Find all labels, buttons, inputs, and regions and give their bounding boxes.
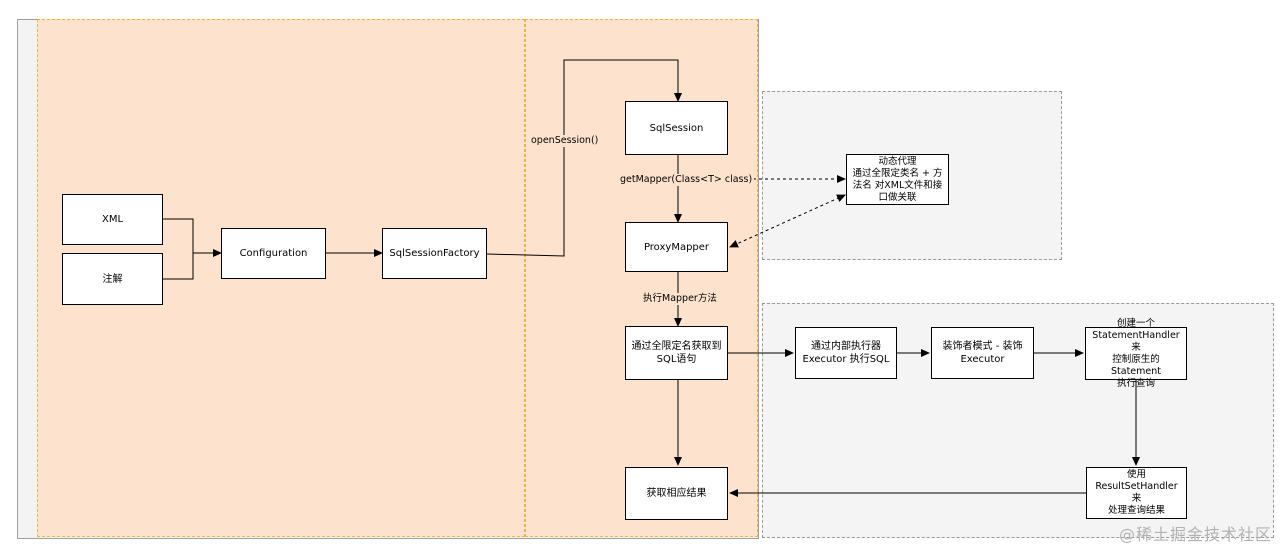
sqlsessionfactory-node: SqlSessionFactory bbox=[382, 228, 487, 279]
decorator-node: 装饰者模式 - 装饰 Executor bbox=[931, 327, 1034, 379]
edge-xml-configuration bbox=[163, 218, 222, 257]
resultset-handler-node: 使用 ResultSetHandler来 处理查询结果 bbox=[1086, 467, 1187, 519]
xml-node: XML bbox=[62, 194, 163, 245]
proxymapper-node: ProxyMapper bbox=[625, 222, 728, 272]
get-sql-node: 通过全限定名获取到 SQL语句 bbox=[625, 326, 728, 380]
edge-annotation-configuration bbox=[163, 253, 194, 280]
annotation-node: 注解 bbox=[62, 253, 163, 305]
executor-node: 通过内部执行器 Executor 执行SQL bbox=[795, 327, 897, 379]
get-result-node: 获取相应结果 bbox=[625, 467, 728, 520]
statement-handler-node: 创建一个 StatementHandler来 控制原生的Statement 执行… bbox=[1085, 318, 1187, 389]
dynamic-proxy-node: 动态代理 通过全限定类名 + 方 法名 对XML文件和接 口做关联 bbox=[846, 154, 949, 205]
sqlsession-node: SqlSession bbox=[625, 101, 728, 155]
watermark: @稀土掘金技术社区 bbox=[1118, 525, 1272, 544]
edge-factory-sqlsession bbox=[486, 59, 682, 257]
edge-proxy-proxymapper bbox=[729, 194, 846, 248]
open-session-label: openSession() bbox=[529, 135, 601, 147]
configuration-node: Configuration bbox=[221, 228, 326, 279]
exec-mapper-label: 执行Mapper方法 bbox=[641, 293, 719, 305]
get-mapper-label: getMapper(Class<T> class) bbox=[618, 174, 755, 186]
